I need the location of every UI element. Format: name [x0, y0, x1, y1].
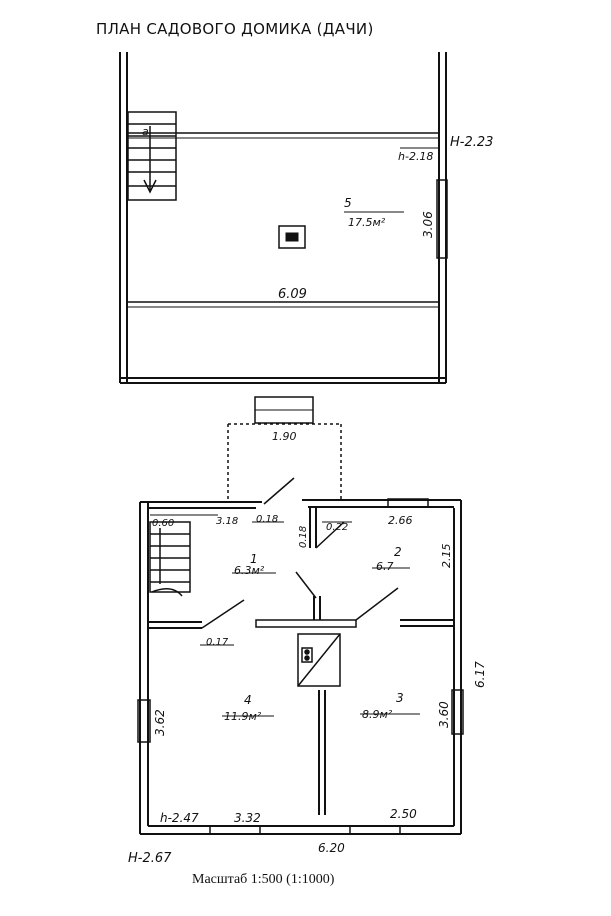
- dim-620: 6.20: [318, 841, 345, 855]
- scale-label: Масштаб 1:500 (1:1000): [192, 872, 335, 887]
- dim-018: 0.18: [256, 514, 278, 525]
- upper-width-dim: 6.09: [278, 287, 307, 302]
- dim-017: 0.17: [206, 637, 229, 648]
- ground-floor-plan: [137, 396, 464, 835]
- dim-617: 6.17: [473, 661, 487, 688]
- room-2-area: 6.7: [376, 560, 394, 573]
- room-4-area: 11.9м²: [224, 710, 262, 723]
- stair-upper: [127, 111, 177, 201]
- dim-332: 3.32: [234, 811, 261, 825]
- room-2-number: 2: [394, 545, 402, 559]
- dim-266: 2.66: [388, 514, 413, 527]
- room-3-area: 8.9м²: [362, 708, 393, 721]
- upper-floor-plan: [119, 52, 448, 384]
- room-1-number: 1: [250, 552, 258, 566]
- room-5-number: 5: [344, 196, 352, 210]
- stair-ground: [149, 521, 191, 597]
- ground-height-inner: h-2.47: [160, 811, 199, 825]
- dim-060: 0.60: [152, 518, 174, 529]
- room-3-number: 3: [396, 691, 404, 705]
- dim-250: 2.50: [390, 807, 417, 821]
- upper-depth-dim: 3.06: [421, 211, 435, 238]
- upper-stair-mark: a: [142, 125, 149, 138]
- dim-022: 0.22: [326, 522, 348, 533]
- room-4-number: 4: [244, 693, 252, 707]
- plan-title: ПЛАН САДОВОГО ДОМИКА (ДАЧИ): [96, 20, 374, 38]
- dim-318: 3.18: [216, 516, 238, 527]
- stove: [297, 633, 341, 687]
- room-1-area: 6.3м²: [234, 564, 265, 577]
- dim-215: 2.15: [440, 544, 453, 569]
- ground-height-outer: Н-2.67: [128, 851, 172, 866]
- dim-362: 3.62: [153, 709, 167, 736]
- porch-width-dim: 1.90: [272, 430, 297, 443]
- room-5-area: 17.5м²: [348, 216, 386, 229]
- chimney-upper: [278, 225, 306, 249]
- upper-height-outer: Н-2.23: [450, 135, 493, 150]
- upper-height-inner: h-2.18: [398, 150, 433, 163]
- dim-018b: 0.18: [298, 526, 309, 548]
- dim-360: 3.60: [437, 701, 451, 728]
